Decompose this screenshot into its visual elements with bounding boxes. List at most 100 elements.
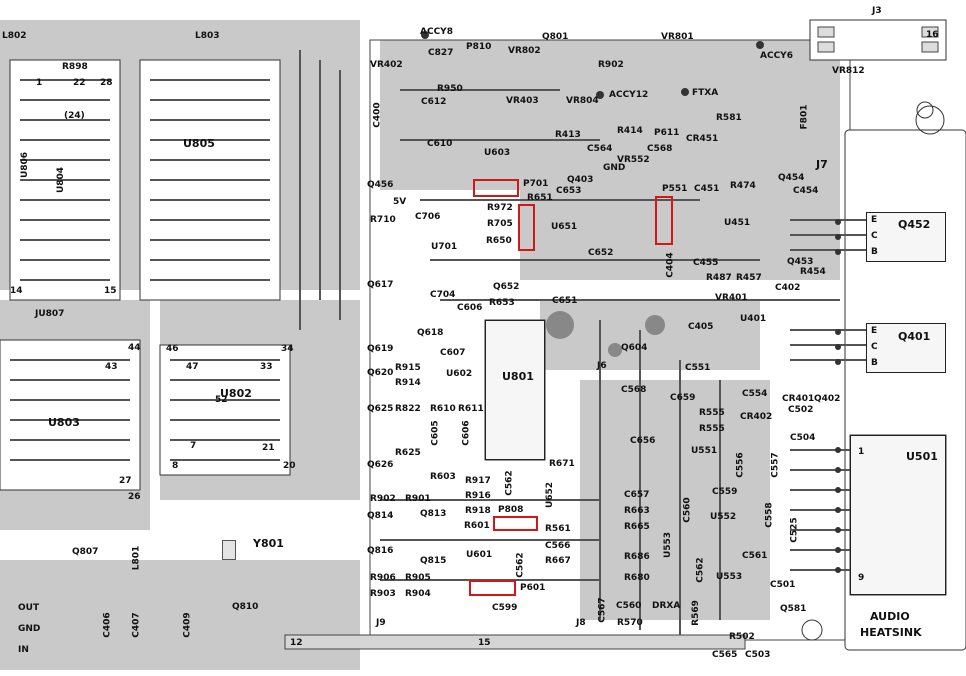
label-c656: C656 [630,436,656,446]
label-n26: 26 [128,492,141,502]
label-c564: C564 [587,144,613,154]
label-c554: C554 [742,389,768,399]
label-r667: R667 [545,556,571,566]
label-vr801: VR801 [661,32,694,42]
label-c406: C406 [102,612,113,638]
label-r561: R561 [545,524,571,534]
label-c454: C454 [793,186,819,196]
label-n28: 28 [100,78,113,88]
label-p551: P551 [662,184,688,194]
label-n33: 33 [260,362,273,372]
label-c455: C455 [693,258,719,268]
label-r569: R569 [690,600,701,626]
label-accy8: ACCY8 [420,27,453,37]
label-r915: R915 [395,363,421,373]
label-c599: C599 [492,603,518,613]
label-r902: R902 [598,60,624,70]
label-c404: C404 [665,252,676,278]
label-c407: C407 [131,612,142,638]
label-c560: C560 [682,497,693,523]
label-n24: (24) [64,111,85,121]
label-p808: P808 [498,505,524,515]
label-c827: C827 [428,48,454,58]
label-q401-e: E [871,326,878,336]
p651-highlight [518,204,535,251]
label-r581: R581 [716,113,742,123]
label-c504: C504 [790,433,816,443]
q401-outline [866,323,946,373]
label-r914: R914 [395,378,421,388]
label-r625: R625 [395,448,421,458]
label-q604: Q604 [621,343,648,353]
label-r651: R651 [527,193,553,203]
label-ju807: JU807 [35,309,65,319]
label-r457: R457 [736,273,762,283]
label-r454: R454 [800,267,826,277]
label-u804: U804 [56,166,67,194]
label-q581: Q581 [780,604,807,614]
label-r414: R414 [617,126,643,136]
label-c659: C659 [670,393,696,403]
label-c551: C551 [685,363,711,373]
label-u451: U451 [724,218,751,228]
label-c568b: C568 [621,385,647,395]
label-c525: C525 [789,517,800,543]
label-n21: 21 [262,443,275,453]
label-cr451: CR451 [686,134,719,144]
label-cr401: CR401 [782,394,815,404]
label-r916: R916 [465,491,491,501]
label-q452-e: E [871,215,878,225]
label-c706: C706 [415,212,441,222]
label-in: IN [18,645,29,655]
label-n44: 44 [128,343,141,353]
label-q813: Q813 [420,509,447,519]
label-r710: R710 [370,215,396,225]
label-c558: C558 [764,502,775,528]
label-p810: P810 [466,42,492,52]
label-q403: Q403 [567,175,594,185]
label-j7: J7 [816,158,828,171]
label-gnd2: GND [18,624,41,634]
label-c605: C605 [430,420,441,446]
label-q401-b: B [871,358,878,368]
label-r653: R653 [489,298,515,308]
label-q810: Q810 [232,602,259,612]
label-r650: R650 [486,236,512,246]
label-u806: U806 [20,151,31,179]
label-c562b: C562 [515,552,526,578]
label-q815: Q815 [420,556,447,566]
label-c559: C559 [712,487,738,497]
label-r686: R686 [624,552,650,562]
label-c607: C607 [440,348,466,358]
label-r413: R413 [555,130,581,140]
label-y801: Y801 [253,537,284,550]
label-c501: C501 [770,580,796,590]
label-u805: U805 [183,137,215,150]
label-r901: R901 [405,494,431,504]
label-n52: 52 [215,395,228,405]
label-r904: R904 [405,589,431,599]
label-n14: 14 [10,286,23,296]
label-r502: R502 [729,632,755,642]
label-n7: 7 [190,441,197,451]
label-q816: Q816 [367,546,394,556]
label-vr401: VR401 [715,293,748,303]
label-vr402: VR402 [370,60,403,70]
label-n16: 16 [926,30,939,40]
label-j9: J9 [376,618,386,628]
label-r906: R906 [370,573,396,583]
p701-highlight [473,179,519,197]
label-p611: P611 [654,128,680,138]
label-c560b: C560 [616,601,642,611]
label-c556: C556 [735,452,746,478]
label-c606b: C606 [461,420,472,446]
u501-outline [850,435,946,595]
label-c567: C567 [597,597,608,623]
label-c562c: C562 [695,557,706,583]
label-c557: C557 [770,452,781,478]
label-r917: R917 [465,476,491,486]
label-c566: C566 [545,541,571,551]
label-vr403: VR403 [506,96,539,106]
label-c409: C409 [182,612,193,638]
